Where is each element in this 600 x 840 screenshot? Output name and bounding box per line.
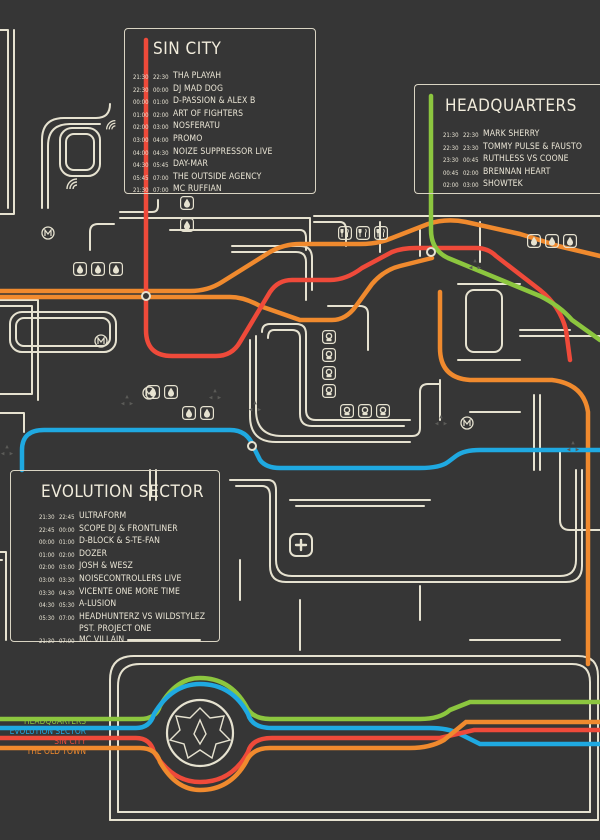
legend-item-the-old-town: THE OLD TOWN	[26, 746, 86, 756]
old-town-line	[0, 218, 600, 294]
headquarters-line	[428, 93, 600, 343]
stations	[141, 247, 436, 451]
legend-item-headquarters: HEADQUARTERS	[24, 716, 86, 726]
stage-title: EVOLUTION SECTOR	[41, 482, 204, 502]
terminal-loops	[0, 675, 600, 793]
sin-city-line	[143, 37, 433, 359]
colored-lines	[0, 37, 600, 667]
timetable-row: PST. PROJECT ONE	[79, 624, 152, 635]
stage-title: HEADQUARTERS	[445, 96, 577, 116]
cream-outline-lines	[0, 29, 600, 821]
evolution-sector-line	[19, 427, 600, 473]
legend-item-sin-city: SIN CITY	[54, 736, 86, 746]
stage-title: SIN CITY	[153, 39, 222, 59]
hardstyle-logo-icon	[168, 707, 232, 760]
line-legend: HEADQUARTERS EVOLUTION SECTOR SIN CITY T…	[0, 716, 86, 756]
legend-item-evolution-sector: EVOLUTION SECTOR	[9, 726, 86, 736]
